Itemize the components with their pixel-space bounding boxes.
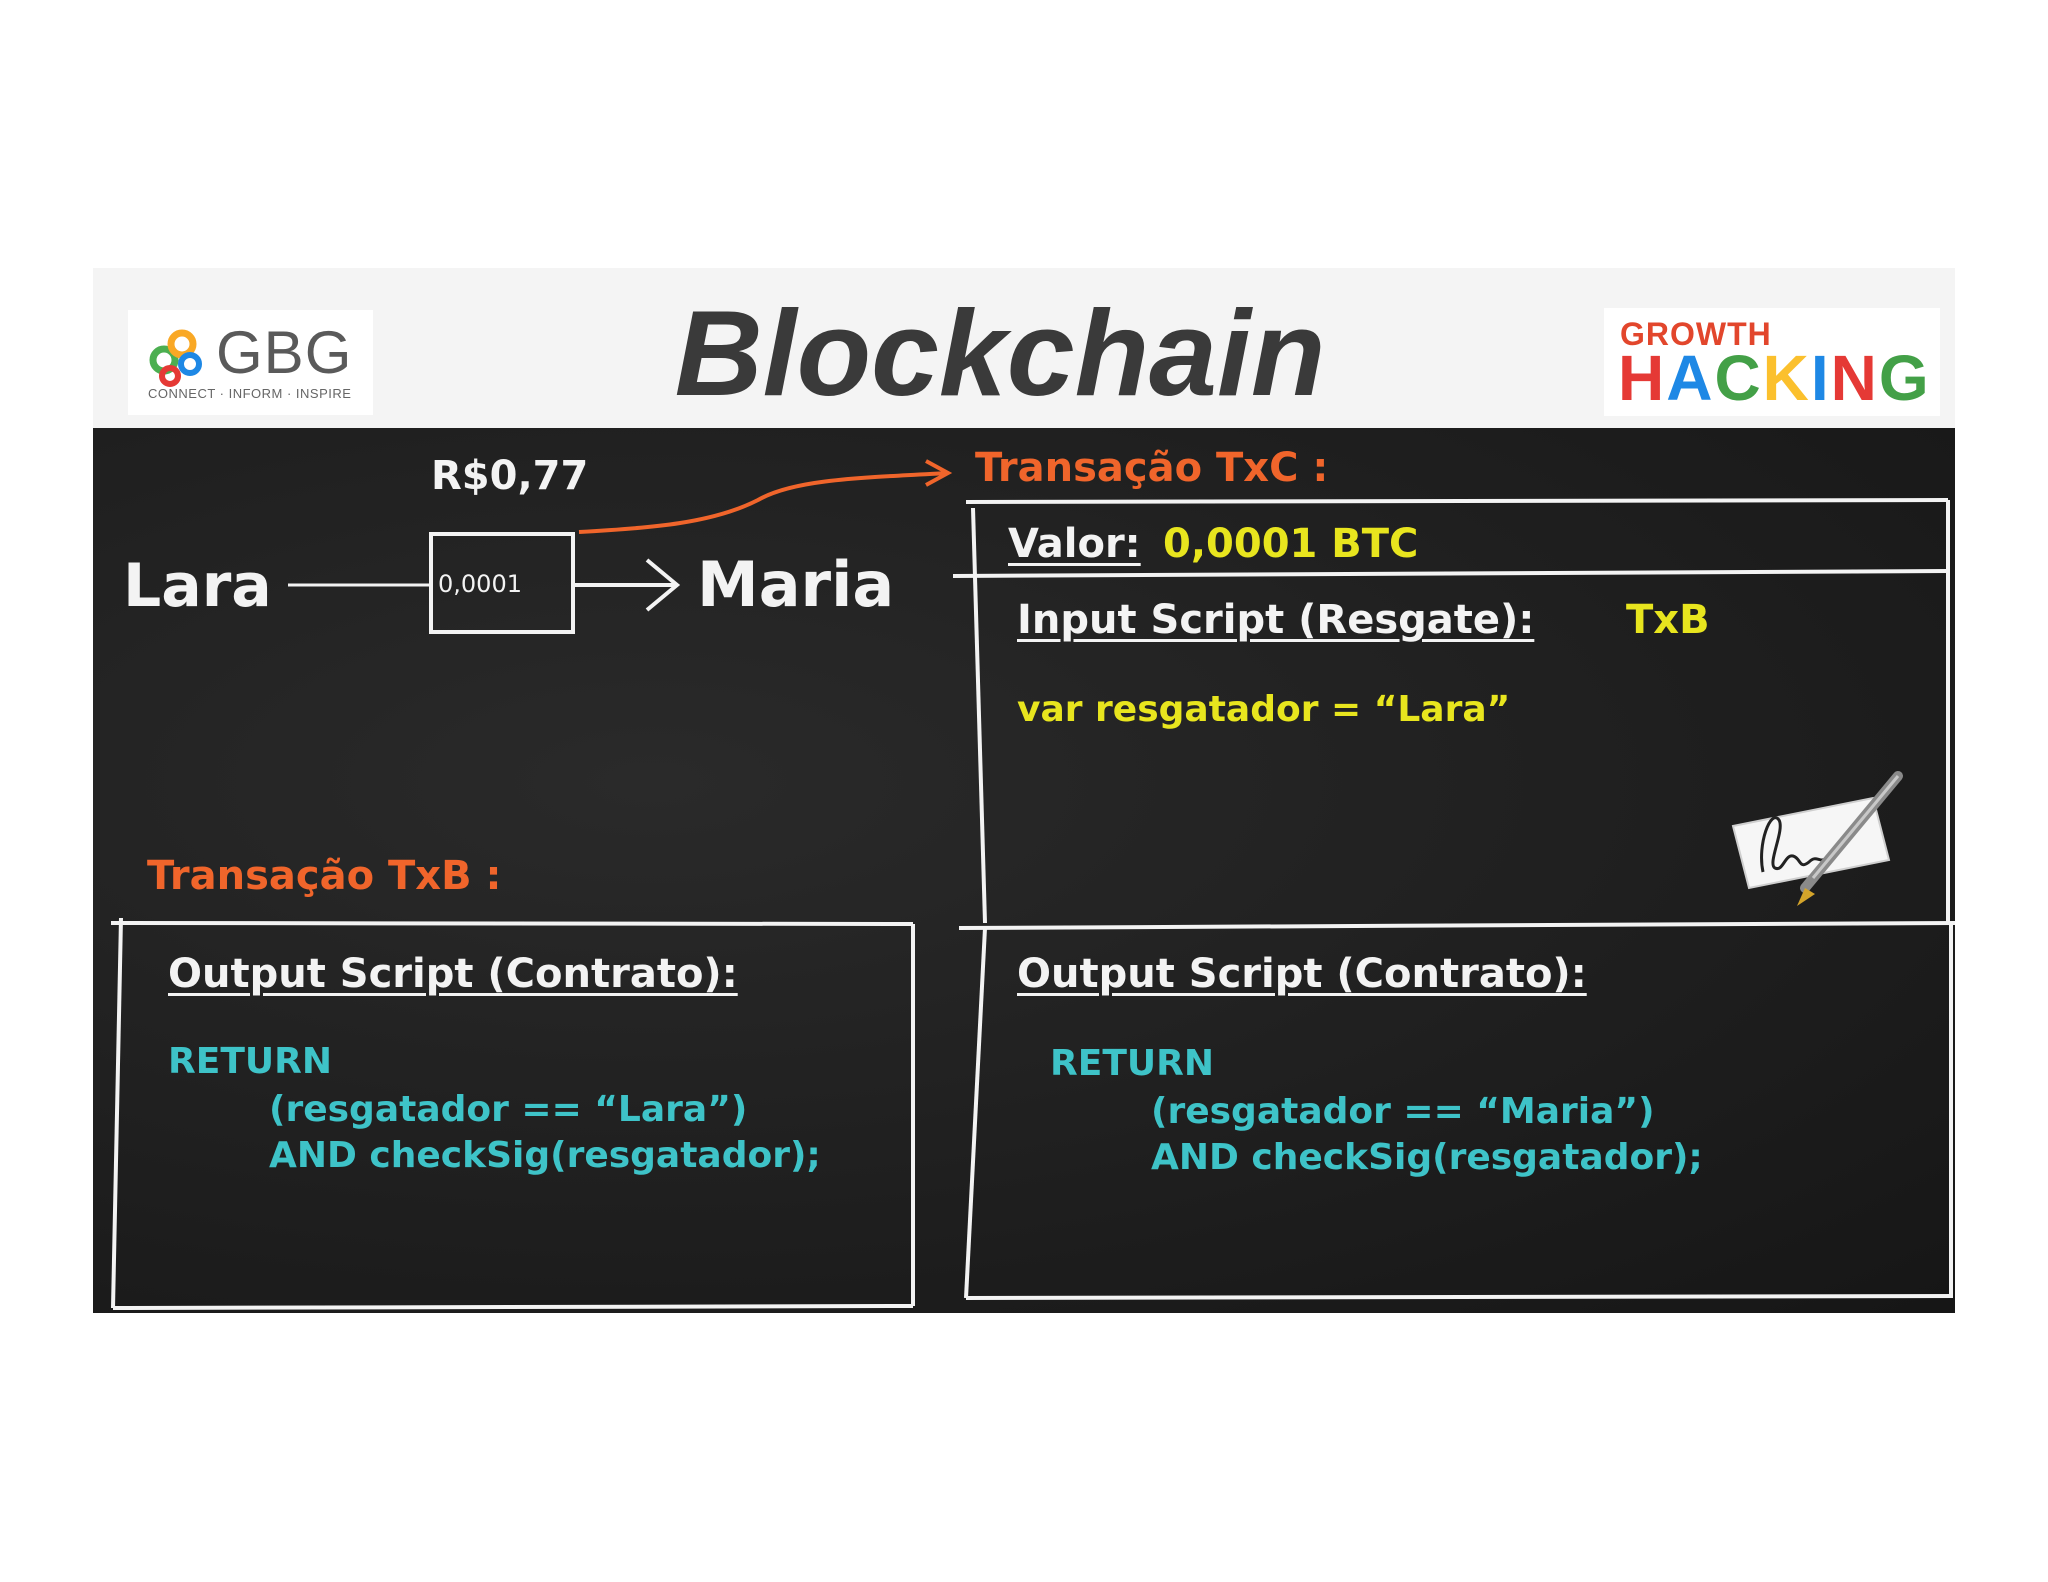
- gbg-rings-icon: [149, 329, 202, 387]
- growth-hacking-logo: GROWTH HACKING: [1604, 308, 1940, 416]
- txc-input-ref: TxB: [1626, 597, 1710, 643]
- page-title: Blockchain: [674, 285, 1326, 421]
- price-label: R$0,77: [431, 453, 589, 499]
- txb-return-keyword: RETURN: [168, 1041, 332, 1082]
- hacking-letter: A: [1666, 342, 1715, 414]
- hacking-letter: K: [1762, 342, 1811, 414]
- sender-name: Lara: [123, 551, 272, 621]
- txc-return-keyword: RETURN: [1050, 1043, 1214, 1084]
- value-box: [429, 532, 575, 634]
- gbg-logo: GBG CONNECT · INFORM · INSPIRE: [128, 310, 373, 415]
- txb-title: Transação TxB :: [147, 853, 502, 899]
- gbg-logo-tagline: CONNECT · INFORM · INSPIRE: [148, 386, 352, 401]
- receiver-name: Maria: [697, 548, 895, 621]
- txb-checksig-line: AND checkSig(resgatador);: [269, 1135, 821, 1176]
- hacking-letter: C: [1714, 342, 1763, 414]
- hacking-letter: N: [1830, 342, 1879, 414]
- txc-checksig-line: AND checkSig(resgatador);: [1151, 1137, 1703, 1178]
- hacking-letter: G: [1878, 342, 1931, 414]
- chalkboard: R$0,77 Lara 0,0001 Maria Transação TxC :…: [93, 428, 1955, 1313]
- txc-title: Transação TxC :: [975, 445, 1329, 491]
- txc-var-line: var resgatador = “Lara”: [1017, 689, 1511, 730]
- txc-condition-line: (resgatador == “Maria”): [1151, 1091, 1655, 1132]
- signature-pen-icon: [1731, 771, 1903, 906]
- arrow-head-maria: [645, 558, 681, 612]
- txc-valor-label: Valor:: [1008, 521, 1141, 567]
- orange-arrow-head: [925, 459, 953, 487]
- hacking-letter: I: [1810, 342, 1831, 414]
- hacking-letter: H: [1618, 342, 1667, 414]
- value-box-text: 0,0001: [438, 570, 522, 598]
- txb-output-label: Output Script (Contrato):: [168, 951, 738, 997]
- txc-output-label: Output Script (Contrato):: [1017, 951, 1587, 997]
- txb-condition-line: (resgatador == “Lara”): [269, 1089, 748, 1130]
- growth-hacking-logo-line2: HACKING: [1618, 346, 1931, 410]
- chalk-lines: [110, 459, 1955, 1310]
- orange-curve-arrow: [578, 471, 949, 534]
- gbg-logo-name: GBG: [216, 319, 353, 386]
- txc-input-label: Input Script (Resgate):: [1017, 597, 1535, 643]
- txc-valor-value: 0,0001 BTC: [1163, 521, 1419, 567]
- growth-hacking-logo-line1: GROWTH: [1620, 316, 1772, 352]
